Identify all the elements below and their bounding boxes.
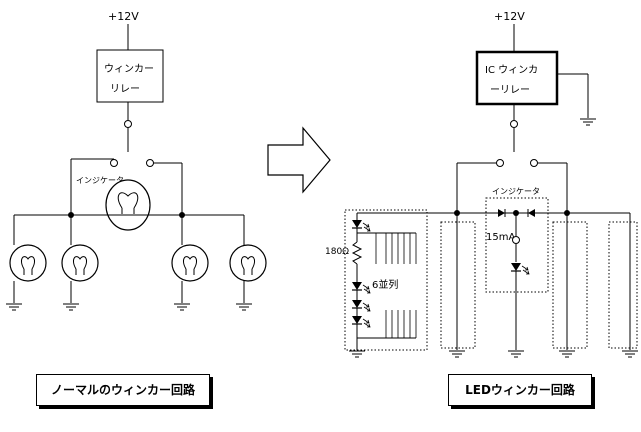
ic-relay-label-line1: IC ウィンカ [485, 64, 538, 76]
arrow-right-icon [267, 126, 331, 194]
ground-icon [507, 350, 525, 358]
indicator-label: インジケータ [492, 187, 540, 196]
supply-label: +12V [108, 10, 139, 23]
parallel-label: 6並列 [372, 278, 398, 291]
led-circuit: +12V IC ウィンカ ーリレー インジケータ 15mA [325, 10, 639, 358]
ground-icon [173, 303, 191, 311]
led-icon [351, 315, 371, 328]
led-icon [510, 262, 530, 275]
normal-circuit: +12V ウィンカー リレー インジケータ [5, 10, 267, 311]
ground-icon [448, 350, 466, 358]
lamp-block [608, 221, 638, 349]
led-icon [351, 299, 371, 312]
parallel-strands [385, 233, 417, 338]
resistor-icon [351, 241, 363, 265]
ic-relay-box [475, 50, 559, 106]
lamp-bulb-icon [61, 244, 99, 282]
current-label: 15mA [486, 232, 515, 243]
led-array-block [344, 209, 428, 351]
indicator-bulb-icon [105, 179, 151, 231]
relay-label-line1: ウィンカー [104, 63, 154, 75]
led-circuit-caption: LEDウィンカー回路 [448, 374, 592, 406]
normal-circuit-caption: ノーマルのウィンカー回路 [36, 374, 210, 406]
ground-icon [235, 303, 253, 311]
indicator-label: インジケータ [76, 176, 124, 185]
ground-icon [348, 350, 366, 358]
relay-label-line2: リレー [110, 84, 140, 95]
lamp-bulb-icon [229, 244, 267, 282]
ground-icon [579, 118, 597, 126]
lamp-bulb-icon [9, 244, 47, 282]
supply-label: +12V [494, 10, 525, 23]
led-icon [351, 281, 371, 294]
resistor-label: 180Ω [325, 247, 349, 257]
led-icon [351, 219, 371, 232]
relay-terminal [510, 120, 518, 128]
ground-icon [558, 350, 576, 358]
ground-icon [621, 350, 639, 358]
indicator-block [485, 197, 549, 293]
lamp-bulb-icon [171, 244, 209, 282]
ic-relay-label-line2: ーリレー [490, 85, 530, 96]
ground-icon [62, 303, 80, 311]
lamp-block [552, 221, 588, 349]
ground-icon [5, 303, 23, 311]
diode-icon [528, 209, 535, 217]
lamp-block [440, 221, 476, 349]
diode-icon [498, 209, 505, 217]
relay-terminal [124, 120, 132, 128]
relay-box [96, 49, 164, 103]
